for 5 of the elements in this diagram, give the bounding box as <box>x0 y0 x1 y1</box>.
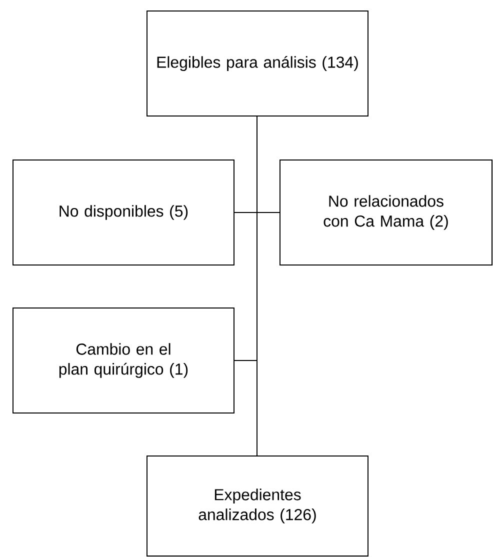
process-box: No relacionados con Ca Mama (2) <box>280 160 492 266</box>
process-box: No disponibles (5) <box>12 160 234 266</box>
process-box: Expedientes analizados (126) <box>146 456 368 556</box>
process-box: Cambio en el plan quirúrgico (1) <box>12 308 234 414</box>
process-box: Elegibles para análisis (134) <box>146 10 368 116</box>
